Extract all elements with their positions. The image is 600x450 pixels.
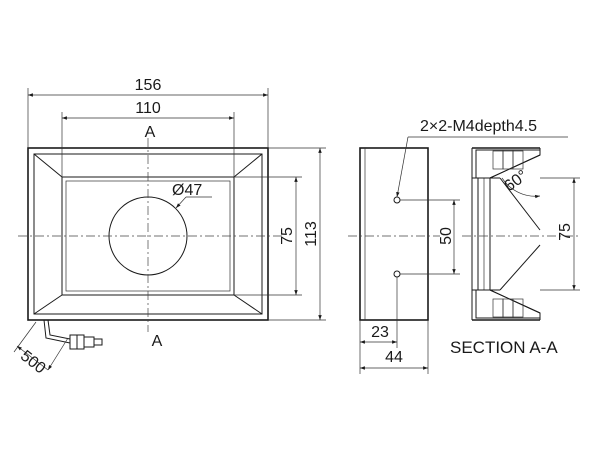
dim-height-outer: 113	[303, 221, 320, 247]
section-mark-bottom: A	[152, 333, 163, 350]
section-title: SECTION A-A	[450, 338, 558, 357]
thread-note: 2×2-M4depth4.5	[420, 118, 537, 135]
section-mark-top: A	[145, 124, 156, 141]
dim-section-height: 75	[557, 223, 574, 241]
dim-hole-diameter: Ø47	[172, 182, 202, 199]
mount-hole-lower	[393, 270, 401, 278]
section-hatch-top	[475, 149, 541, 179]
dim-height-inner: 75	[279, 227, 296, 245]
dim-width-inner: 110	[135, 100, 161, 117]
mount-hole-upper	[393, 196, 401, 204]
dim-depth: 44	[385, 349, 403, 366]
dim-hole-spacing: 50	[438, 227, 455, 245]
front-view: 156 110 A A Ø47 75 113 500	[13, 77, 326, 378]
connector	[69, 334, 103, 350]
dim-angle: 60°	[501, 167, 531, 195]
side-body	[359, 147, 429, 321]
section-view: 60° 75 SECTION A-A	[450, 147, 580, 357]
section-hatch-bottom	[475, 289, 541, 319]
side-view: 2×2-M4depth4.5 50 23 44	[348, 118, 568, 374]
dim-hole-offset: 23	[371, 324, 389, 341]
dim-cable-length: 500	[17, 348, 49, 378]
cable: 500	[13, 319, 71, 378]
dim-width-outer: 156	[135, 77, 162, 94]
